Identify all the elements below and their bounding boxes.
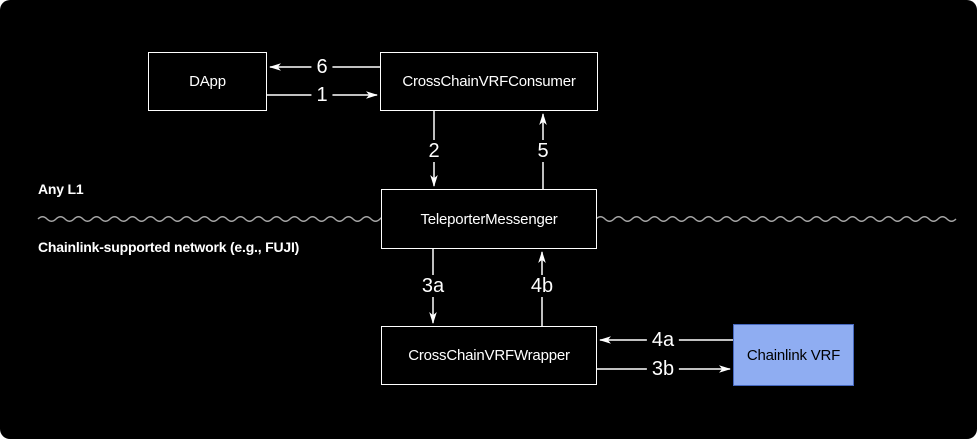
node-teleportermessenger-label: TeleporterMessenger: [420, 210, 558, 228]
node-dapp-label: DApp: [189, 73, 226, 90]
node-crosschainvrfconsumer: CrossChainVRFConsumer: [380, 52, 598, 111]
node-chainlink-vrf: Chainlink VRF: [733, 324, 854, 386]
edge-label-step2: 2: [423, 140, 445, 162]
node-crosschainvrfconsumer-label: CrossChainVRFConsumer: [402, 73, 576, 90]
edge-label-step4a: 4a: [646, 329, 680, 351]
node-crosschainvrfwrapper: CrossChainVRFWrapper: [381, 326, 597, 385]
edge-label-step3b: 3b: [646, 358, 680, 380]
node-crosschainvrfwrapper-label: CrossChainVRFWrapper: [408, 347, 570, 364]
edge-label-step3a: 3a: [416, 275, 450, 297]
node-chainlink-vrf-label: Chainlink VRF: [746, 346, 841, 364]
edge-label-step4b: 4b: [525, 275, 559, 297]
edge-label-step5: 5: [532, 140, 554, 162]
node-dapp: DApp: [148, 52, 267, 111]
edge-label-step6: 6: [311, 56, 333, 78]
node-teleportermessenger: TeleporterMessenger: [381, 189, 597, 249]
edge-label-step1: 1: [311, 84, 333, 106]
region-label-any-l1: Any L1: [38, 181, 84, 197]
region-label-chainlink-network: Chainlink-supported network (e.g., FUJI): [38, 239, 300, 255]
